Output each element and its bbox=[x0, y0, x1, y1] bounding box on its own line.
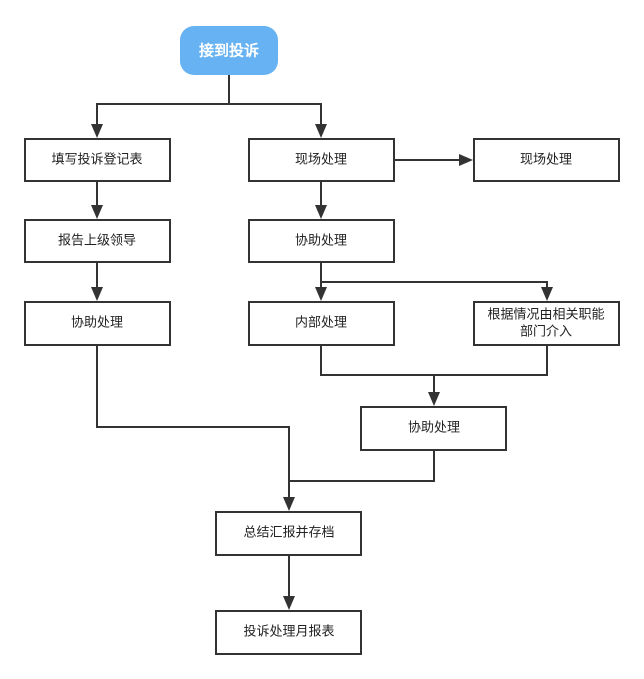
dept-shape bbox=[473, 301, 620, 346]
node-monthly: 投诉处理月报表 bbox=[215, 610, 362, 655]
assist-lower-shape bbox=[360, 406, 507, 451]
node-dept: 根据情况由相关职能 部门介入 bbox=[473, 301, 620, 346]
onsite-label: 现场处理 bbox=[295, 153, 347, 168]
edge-assist-left-to-summary bbox=[96, 345, 290, 497]
node-assist-lower: 协助处理 bbox=[360, 406, 507, 451]
assist-left-label: 协助处理 bbox=[71, 316, 123, 331]
internal-label: 内部处理 bbox=[295, 315, 347, 331]
summary-label: 总结汇报并存档 bbox=[243, 526, 334, 541]
node-summary: 总结汇报并存档 bbox=[215, 511, 362, 556]
onsite-shape bbox=[248, 138, 395, 182]
dept-label-line1: 根据情况由相关职能 bbox=[487, 308, 604, 323]
monthly-shape bbox=[215, 610, 362, 655]
edge-assist-lower-to-summary bbox=[289, 450, 435, 482]
arrowhead-onsite-right bbox=[459, 154, 473, 166]
arrowhead-fill-form bbox=[91, 124, 103, 138]
edge-split-right bbox=[229, 103, 322, 124]
node-report-leader: 报告上级领导 bbox=[24, 219, 171, 263]
node-assist-left: 协助处理 bbox=[24, 301, 171, 346]
node-start: 接到投诉 bbox=[180, 26, 278, 75]
node-onsite-right: 现场处理 bbox=[473, 138, 620, 182]
start-shape bbox=[180, 26, 278, 75]
arrowhead-dept bbox=[541, 287, 553, 301]
edge-assist-mid-to-dept bbox=[321, 281, 548, 287]
dept-label-line2: 部门介入 bbox=[520, 325, 572, 340]
assist-mid-label: 协助处理 bbox=[295, 234, 347, 249]
arrowhead-assist-lower bbox=[428, 392, 440, 406]
arrowhead-assist-mid bbox=[315, 205, 327, 219]
assist-mid-shape bbox=[248, 219, 395, 263]
arrowhead-summary bbox=[283, 497, 295, 511]
internal-shape bbox=[248, 301, 395, 346]
node-fill-form: 填写投诉登记表 bbox=[24, 138, 171, 182]
arrowhead-assist-left bbox=[91, 287, 103, 301]
node-onsite: 现场处理 bbox=[248, 138, 395, 182]
arrowhead-internal bbox=[315, 287, 327, 301]
fill-form-label: 填写投诉登记表 bbox=[51, 152, 142, 168]
summary-shape bbox=[215, 511, 362, 556]
monthly-label: 投诉处理月报表 bbox=[243, 624, 334, 640]
node-internal: 内部处理 bbox=[248, 301, 395, 346]
fill-form-shape bbox=[24, 138, 171, 182]
node-assist-mid: 协助处理 bbox=[248, 219, 395, 263]
report-leader-shape bbox=[24, 219, 171, 263]
assist-lower-label: 协助处理 bbox=[408, 421, 460, 436]
onsite-right-label: 现场处理 bbox=[520, 153, 572, 168]
report-leader-label: 报告上级领导 bbox=[58, 234, 136, 249]
arrowhead-monthly bbox=[283, 596, 295, 610]
assist-left-shape bbox=[24, 301, 171, 346]
onsite-right-shape bbox=[473, 138, 620, 182]
edge-internal-merge bbox=[320, 345, 548, 376]
start-label: 接到投诉 bbox=[199, 42, 259, 60]
arrowhead-onsite bbox=[315, 124, 327, 138]
edge-split-left bbox=[96, 103, 229, 124]
arrowhead-report-leader bbox=[91, 205, 103, 219]
